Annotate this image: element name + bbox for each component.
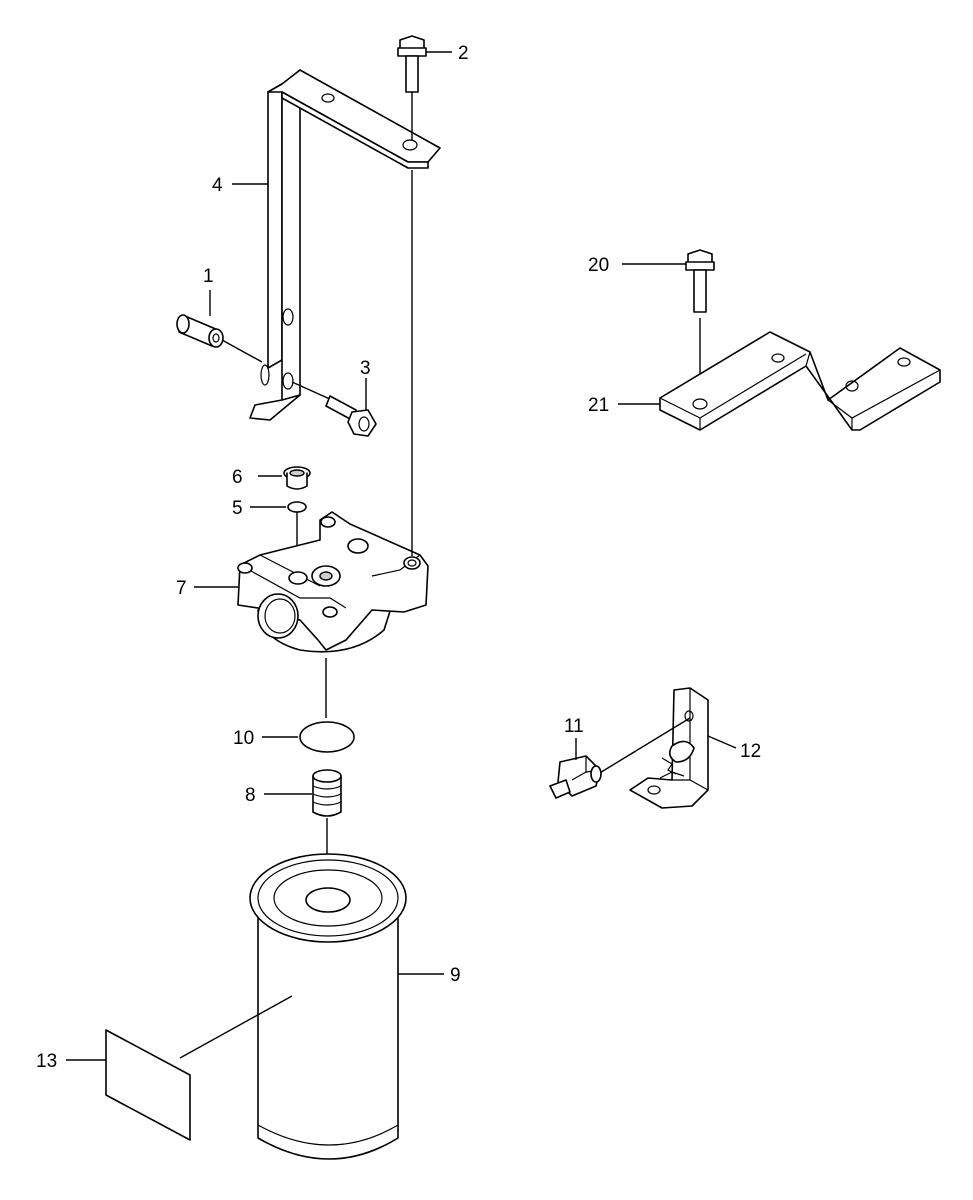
callout-21: 21	[588, 395, 609, 416]
callout-5: 5	[232, 498, 243, 519]
callout-9: 9	[450, 965, 461, 986]
part-10-gasket[interactable]	[299, 721, 355, 753]
part-7-filter-head[interactable]	[237, 170, 429, 718]
callout-12: 12	[740, 741, 761, 762]
part-4-bracket[interactable]	[249, 69, 441, 421]
callout-2: 2	[458, 43, 469, 64]
part-12-sensor-bracket[interactable]	[597, 687, 709, 809]
part-11-sensor[interactable]	[549, 755, 602, 799]
part-13-label[interactable]	[105, 995, 293, 1141]
callout-11: 11	[564, 716, 584, 737]
callout-labels: 1 2 3 4 5 6 7 8 9 10 11 12 13 20 21	[36, 43, 761, 1072]
part-3-bolt[interactable]	[291, 381, 377, 437]
part-9-filter-cartridge[interactable]	[249, 853, 407, 1160]
callout-13: 13	[36, 1051, 57, 1072]
leader-lines	[66, 51, 737, 1061]
callout-1: 1	[203, 266, 214, 287]
callout-3: 3	[360, 358, 371, 379]
part-6-plug[interactable]	[283, 466, 311, 490]
callout-8: 8	[245, 785, 256, 806]
callout-6: 6	[232, 467, 243, 488]
callout-7: 7	[176, 578, 187, 599]
part-21-bracket[interactable]	[659, 331, 941, 431]
callout-10: 10	[233, 728, 254, 749]
callout-20: 20	[588, 255, 609, 276]
part-2-bolt[interactable]	[397, 35, 427, 140]
part-1-sleeve[interactable]	[176, 314, 263, 363]
callout-4: 4	[212, 175, 223, 196]
part-8-nipple[interactable]	[312, 769, 342, 900]
